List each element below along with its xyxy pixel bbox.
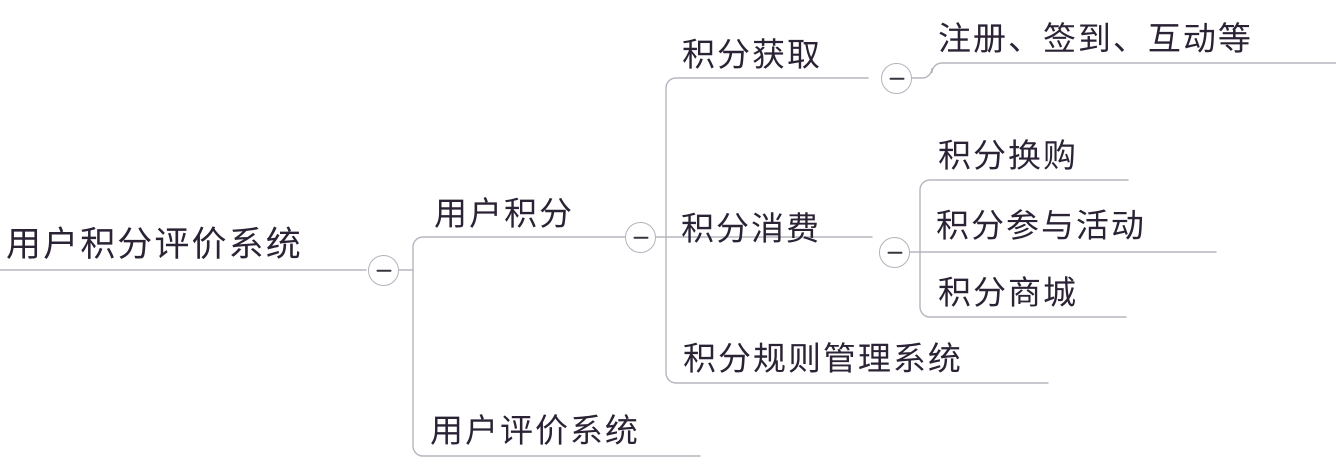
branch-to-earn-ways: [911, 62, 1336, 79]
collapse-points-spend-toggle[interactable]: [879, 237, 910, 268]
node-points-rule-system-label[interactable]: 积分规则管理系统: [683, 339, 963, 378]
collapse-user-points-toggle[interactable]: [625, 222, 656, 253]
node-points-earn-label[interactable]: 积分获取: [682, 35, 822, 74]
node-spend-mall-label[interactable]: 积分商城: [938, 273, 1078, 312]
node-points-spend-label[interactable]: 积分消费: [681, 209, 821, 248]
node-user-review-system-label[interactable]: 用户评价系统: [430, 411, 640, 450]
collapse-points-earn-toggle[interactable]: [881, 63, 912, 94]
node-spend-activity-label[interactable]: 积分参与活动: [936, 206, 1146, 245]
node-user-points-label[interactable]: 用户积分: [434, 194, 574, 233]
collapse-root-toggle[interactable]: [368, 255, 399, 286]
node-earn-ways-label[interactable]: 注册、签到、互动等: [938, 19, 1253, 58]
branch-root-to-user-points: [412, 236, 635, 271]
node-root-label[interactable]: 用户积分评价系统: [6, 225, 303, 265]
node-spend-redeem-label[interactable]: 积分换购: [938, 136, 1078, 175]
